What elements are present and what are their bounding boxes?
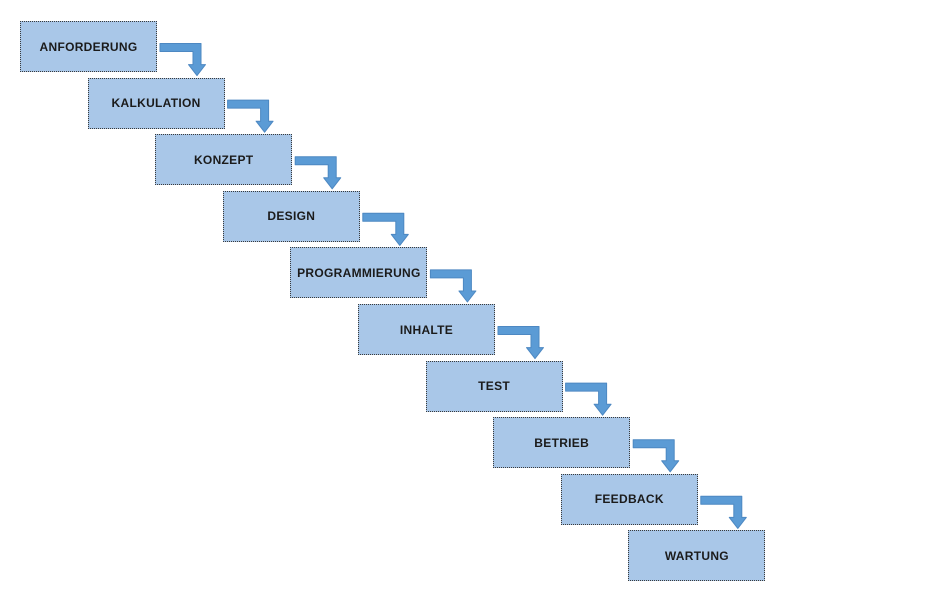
step-box-betrieb: BETRIEB — [493, 417, 631, 469]
step-box-konzept: KONZEPT — [155, 134, 293, 186]
step-box-design: DESIGN — [222, 190, 360, 242]
flow-arrow-2 — [227, 99, 274, 133]
step-label: BETRIEB — [534, 435, 590, 450]
step-box-test: TEST — [425, 360, 563, 412]
step-box-wartung: WARTUNG — [628, 530, 766, 582]
step-label: ANFORDERUNG — [39, 39, 138, 54]
flow-arrow-8 — [632, 439, 680, 473]
flow-arrow-9 — [700, 495, 747, 529]
step-box-feedback: FEEDBACK — [560, 473, 698, 525]
flow-arrow-1 — [159, 43, 206, 77]
step-box-inhalte: INHALTE — [358, 304, 495, 355]
step-label: INHALTE — [399, 322, 454, 337]
flow-arrow-4 — [362, 212, 409, 246]
step-label: PROGRAMMIERUNG — [297, 265, 421, 280]
step-label: KONZEPT — [193, 152, 254, 167]
step-box-anforderung: ANFORDERUNG — [20, 21, 157, 72]
step-label: FEEDBACK — [594, 492, 664, 507]
step-label: WARTUNG — [664, 548, 729, 563]
step-label: DESIGN — [267, 209, 316, 224]
step-label: TEST — [478, 379, 511, 394]
step-box-kalkulation: KALKULATION — [87, 77, 225, 129]
step-box-programmierung: PROGRAMMIERUNG — [290, 247, 428, 299]
flow-arrow-3 — [294, 156, 342, 190]
flow-arrow-5 — [429, 269, 477, 303]
flow-arrow-7 — [565, 382, 612, 416]
flow-arrow-6 — [497, 326, 544, 360]
step-label: KALKULATION — [111, 96, 201, 111]
